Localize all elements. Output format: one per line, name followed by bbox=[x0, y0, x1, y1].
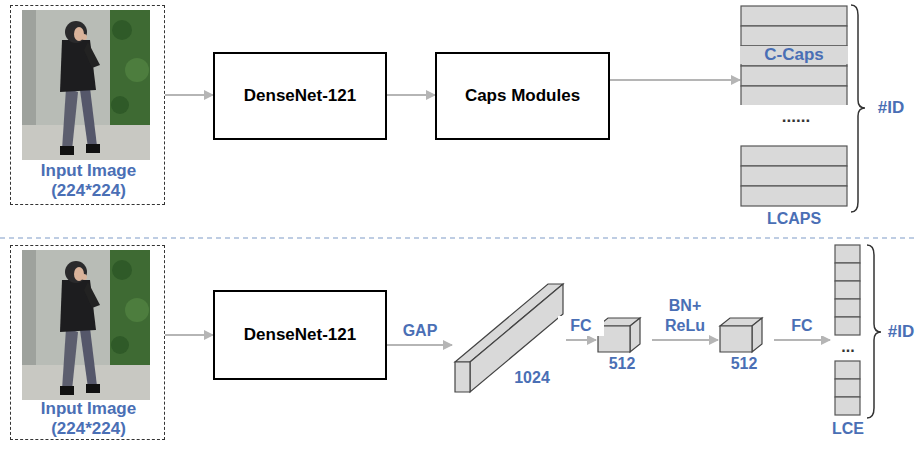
class-count: #ID bbox=[884, 322, 918, 342]
node-label: C-Caps bbox=[740, 46, 848, 64]
node-label: LCAPS bbox=[740, 209, 848, 229]
input-photo bbox=[22, 250, 150, 400]
process-box: DenseNet-121 bbox=[213, 52, 387, 140]
node-label: ... bbox=[830, 337, 866, 357]
brace bbox=[851, 5, 865, 212]
node-label: 512 bbox=[722, 354, 766, 374]
feature-block: 512 bbox=[596, 316, 652, 374]
class-count: #ID bbox=[868, 98, 914, 118]
brace bbox=[867, 245, 881, 418]
box-label: DenseNet-121 bbox=[244, 86, 356, 106]
capsule-stack: C-Caps bbox=[740, 5, 848, 105]
edge-label: GAP bbox=[397, 321, 443, 341]
flow-arrow bbox=[387, 94, 435, 96]
node-label: Input Image (224*224) bbox=[18, 161, 159, 201]
flow-arrow bbox=[652, 339, 718, 341]
edge-label: BN+ ReLu bbox=[662, 296, 708, 336]
flow-arrow bbox=[165, 94, 213, 96]
feature-bar: 1024 bbox=[452, 280, 566, 394]
node-label: 512 bbox=[600, 354, 644, 374]
flow-arrow bbox=[774, 339, 830, 341]
flow-arrow bbox=[566, 339, 596, 341]
edge-label: FC bbox=[558, 316, 604, 336]
input-image-frame: Input Image (224*224) bbox=[10, 5, 165, 205]
input-image-frame: Input Image (224*224) bbox=[10, 245, 165, 440]
edge-label: FC bbox=[779, 316, 825, 336]
process-box: Caps Modules bbox=[435, 52, 610, 140]
flow-arrow bbox=[165, 334, 213, 336]
input-photo bbox=[22, 10, 150, 160]
flow-arrow bbox=[610, 79, 740, 81]
output-column: ...LCE bbox=[830, 243, 866, 448]
process-box: DenseNet-121 bbox=[213, 290, 387, 380]
box-label: Caps Modules bbox=[465, 86, 580, 106]
feature-block: 512 bbox=[718, 316, 774, 374]
ellipsis: ...... bbox=[768, 107, 824, 127]
capsule-stack: LCAPS bbox=[740, 145, 848, 233]
flow-arrow bbox=[387, 344, 452, 346]
node-label: 1024 bbox=[510, 368, 554, 388]
node-label: LCE bbox=[824, 419, 872, 439]
node-label: Input Image (224*224) bbox=[18, 399, 159, 439]
separator-line bbox=[0, 237, 918, 238]
box-label: DenseNet-121 bbox=[244, 325, 356, 345]
